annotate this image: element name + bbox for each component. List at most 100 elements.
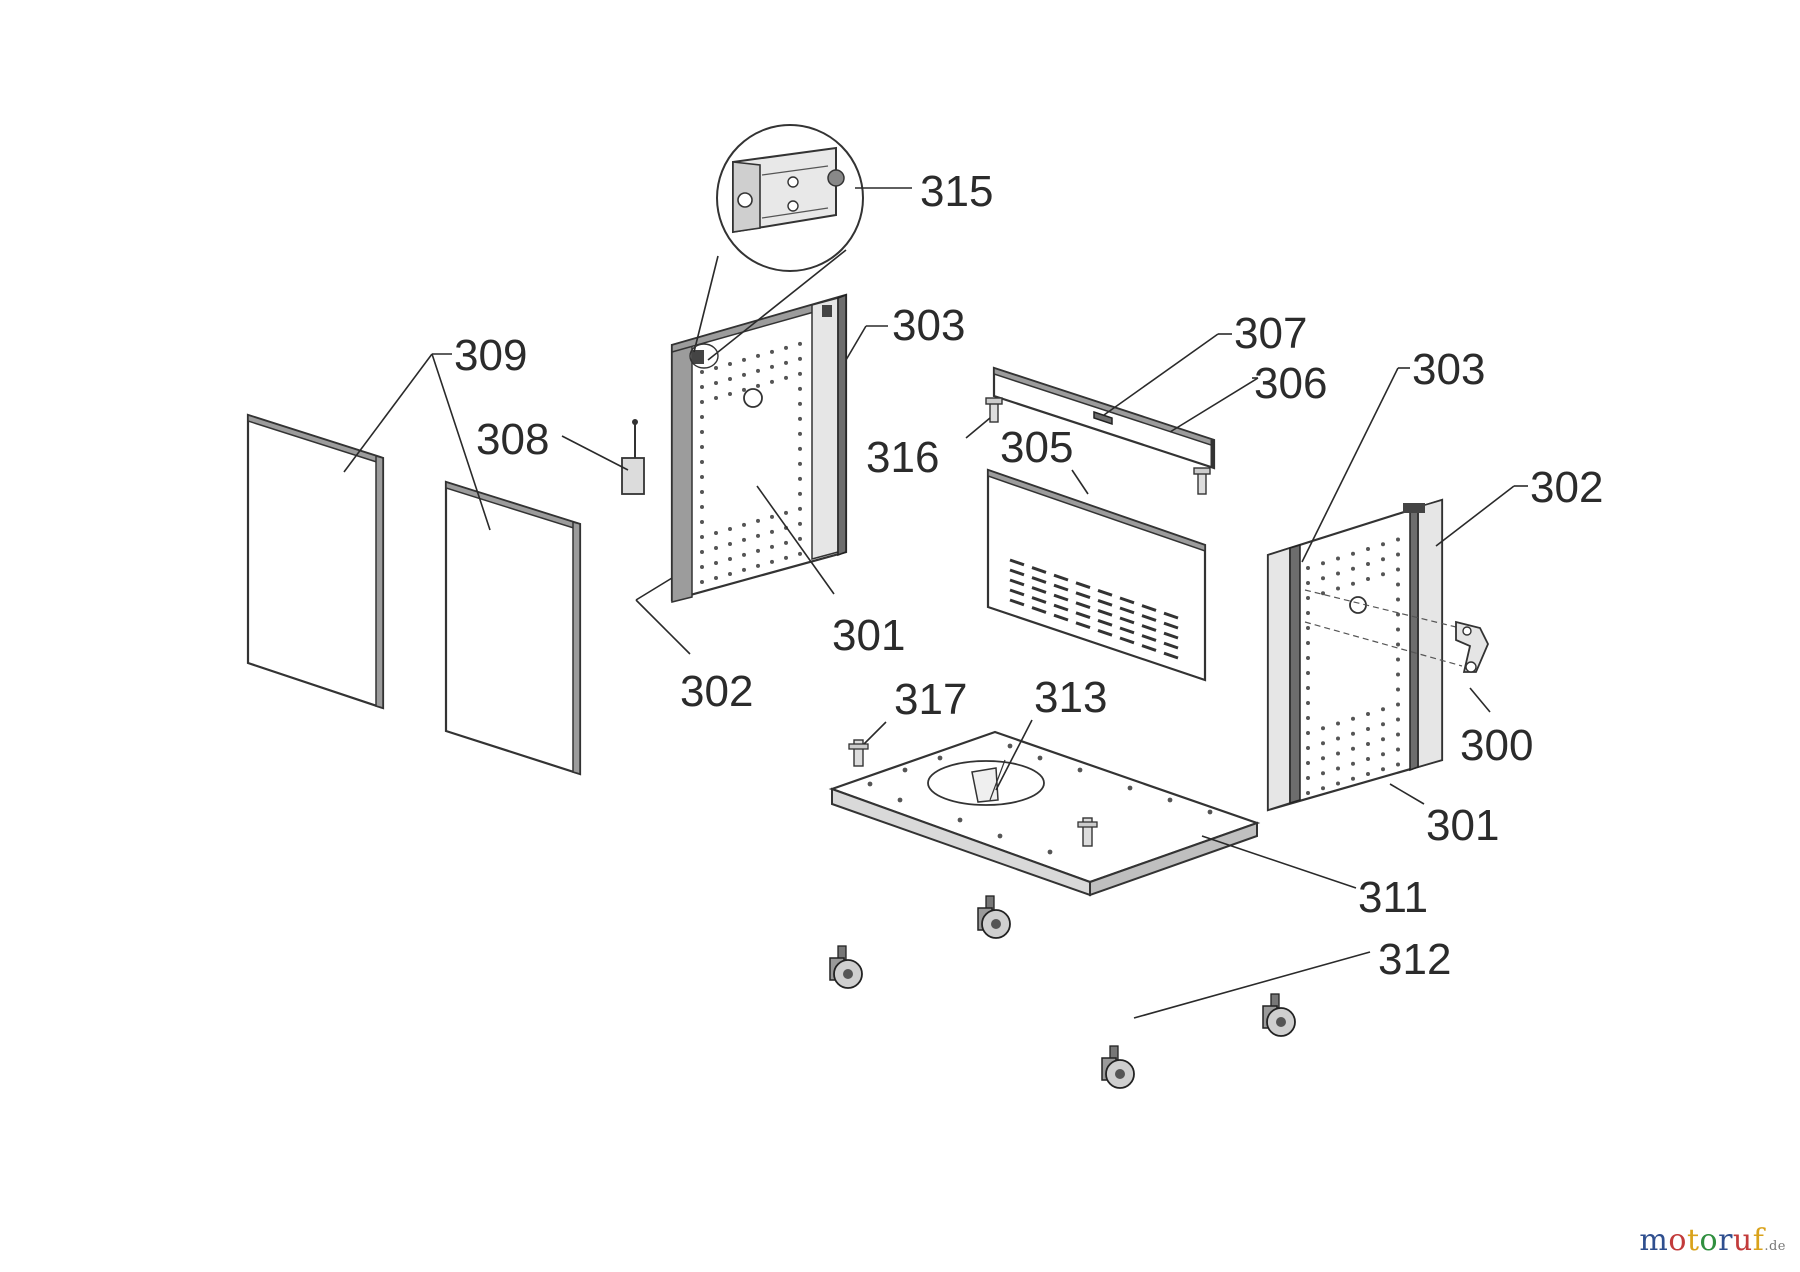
perforation-hole [1351, 776, 1355, 781]
brand-wordmark: motoruf [1639, 1223, 1764, 1258]
perforation-hole [742, 387, 746, 392]
perforation-hole [1396, 717, 1400, 722]
perforation-hole [1351, 746, 1355, 751]
callout-316: 316 [866, 433, 939, 482]
perforation-hole [1396, 537, 1400, 542]
perforation-hole [1336, 556, 1340, 561]
vent-slot [1053, 583, 1069, 592]
perforation-hole [700, 430, 704, 434]
perforation-hole [1007, 743, 1013, 749]
perforation-hole [756, 518, 760, 523]
perforation-hole [700, 535, 704, 539]
perforation-hole [1396, 672, 1400, 677]
perforation-hole [1321, 786, 1325, 791]
perforation-hole [1381, 752, 1385, 757]
callout-301-right: 301 [1426, 801, 1499, 850]
perforation-hole [742, 537, 746, 542]
callout-313: 313 [1034, 673, 1107, 722]
top-rail [992, 366, 1216, 470]
perforation-hole [1077, 767, 1083, 773]
vent-slot [1053, 613, 1069, 622]
perforation-hole [1306, 791, 1310, 795]
perforation-hole [1396, 657, 1400, 662]
perforation-hole [1381, 557, 1385, 562]
perforation-hole [700, 445, 704, 449]
perforation-hole [700, 520, 704, 524]
perforation-hole [1321, 591, 1325, 596]
bracket-300 [1304, 589, 1489, 673]
perforation-hole [784, 510, 788, 515]
perforation-hole [1396, 747, 1400, 752]
perforation-hole [798, 341, 802, 346]
caster-wheel-4 [1101, 1045, 1135, 1089]
door-panel-right [444, 480, 582, 776]
vent-slot [1075, 621, 1091, 630]
perforation-hole [1366, 547, 1370, 552]
perforation-hole [957, 817, 963, 823]
perforation-hole [1351, 761, 1355, 766]
perforation-hole [742, 372, 746, 377]
perforation-hole [1306, 596, 1310, 600]
perforation-hole [784, 375, 788, 380]
perforation-hole [756, 533, 760, 538]
wordmark-letter: u [1732, 1223, 1753, 1258]
callout-300: 300 [1460, 721, 1533, 770]
wordmark-letter: m [1639, 1223, 1669, 1258]
perforation-hole [798, 401, 802, 406]
perforation-hole [1351, 716, 1355, 721]
perforation-hole [937, 755, 943, 761]
perforation-hole [728, 571, 732, 576]
perforation-hole [1306, 776, 1310, 780]
caster-wheel-3 [1262, 993, 1296, 1037]
perforation-hole [1306, 581, 1310, 585]
perforation-hole [798, 506, 802, 511]
perforation-hole [798, 446, 802, 451]
perforation-hole [798, 551, 802, 556]
perforation-hole [700, 475, 704, 479]
perforation-hole [770, 364, 774, 369]
perforation-hole [798, 416, 802, 421]
perforation-hole [1396, 582, 1400, 587]
perforation-hole [1321, 561, 1325, 566]
vent-slot [1163, 631, 1179, 640]
perforation-hole [756, 563, 760, 568]
base-plate [828, 730, 1261, 897]
perforation-hole [1127, 785, 1133, 791]
vent-slot [1141, 614, 1157, 622]
callout-302-right: 302 [1530, 463, 1603, 512]
side-frame-left [670, 293, 848, 603]
perforation-hole [714, 395, 718, 400]
perforation-hole [798, 476, 802, 481]
wordmark-letter: t [1686, 1223, 1700, 1258]
pin-316-a [985, 397, 1003, 423]
vent-slot [1141, 634, 1157, 642]
vent-slot [1031, 606, 1047, 614]
perforation-hole [1336, 736, 1340, 741]
vent-slot [1119, 596, 1135, 605]
perforation-hole [798, 356, 802, 361]
perforation-hole [728, 391, 732, 396]
vent-slot [1009, 558, 1025, 567]
perforation-hole [1396, 597, 1400, 602]
perforation-hole [700, 505, 704, 509]
perforation-left-frame [700, 341, 802, 584]
perforation-hole [1306, 611, 1310, 615]
perforation-hole [1321, 726, 1325, 731]
perforation-hole [1366, 742, 1370, 747]
perforation-hole [742, 552, 746, 557]
perforation-hole [1306, 731, 1310, 735]
wordmark-letter: o [1668, 1223, 1687, 1258]
callout-317: 317 [894, 675, 967, 724]
perforation-hole [1306, 641, 1310, 645]
perforation-hole [756, 368, 760, 373]
perforation-hole [1167, 797, 1173, 803]
vent-slot [1075, 591, 1091, 600]
brand-watermark: motoruf.de [1639, 1223, 1786, 1258]
perforation-hole [1306, 566, 1310, 570]
callout-315: 315 [920, 167, 993, 216]
perforation-hole [798, 521, 802, 526]
vent-slot [1141, 604, 1157, 612]
perforation-hole [1336, 586, 1340, 591]
perforation-hole [770, 529, 774, 534]
